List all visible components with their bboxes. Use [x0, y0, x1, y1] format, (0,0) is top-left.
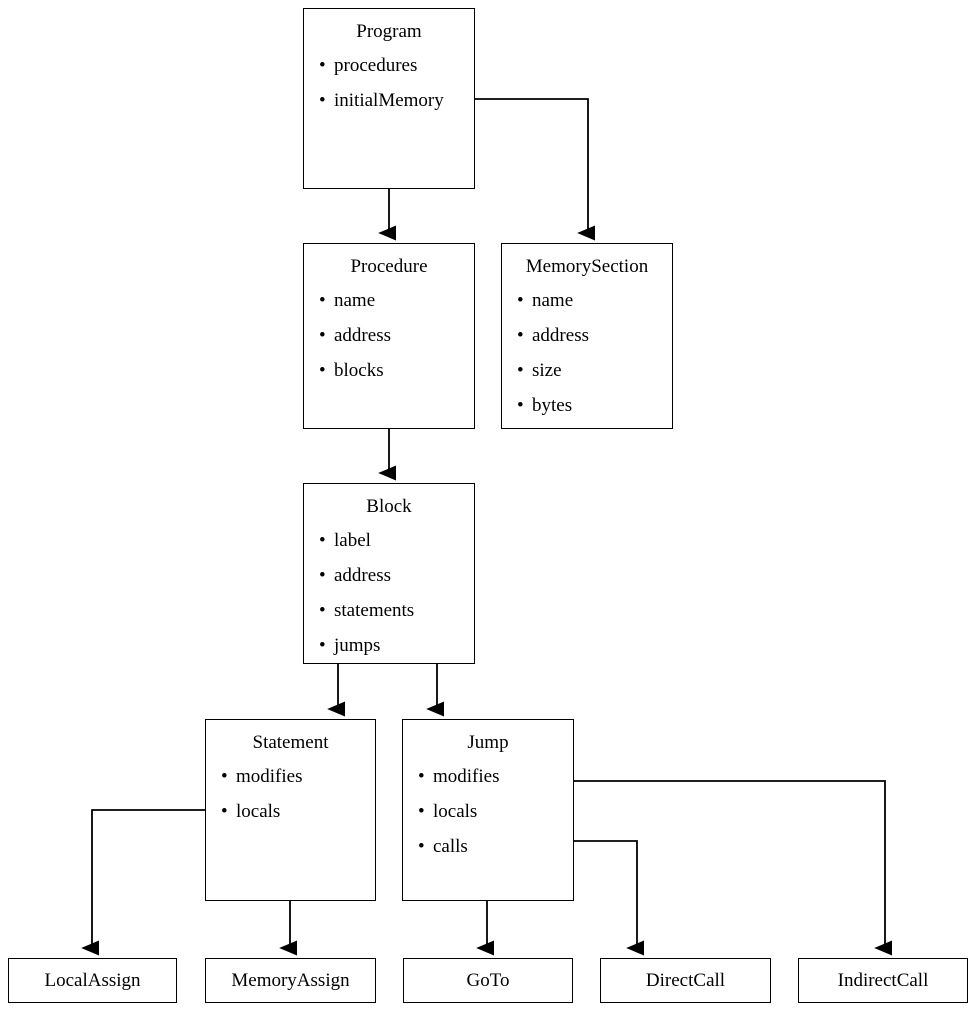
node-title-statement: Statement — [252, 732, 329, 753]
node-field: calls — [415, 836, 573, 858]
node-field: name — [316, 290, 474, 312]
node-field: modifies — [415, 766, 573, 788]
node-memorysection[interactable]: MemorySection name address size bytes — [501, 243, 673, 429]
node-title-memoryassign: MemoryAssign — [231, 969, 350, 991]
node-indirectcall[interactable]: IndirectCall — [798, 958, 968, 1003]
node-fields-program: procedures initialMemory — [304, 55, 474, 112]
node-field: address — [316, 565, 474, 587]
node-title-goto: GoTo — [466, 969, 510, 991]
edge-paths — [81, 98, 893, 956]
node-field: modifies — [218, 766, 375, 788]
node-statement[interactable]: Statement modifies locals — [205, 719, 376, 901]
node-field: size — [514, 360, 672, 382]
node-procedure[interactable]: Procedure name address blocks — [303, 243, 475, 429]
node-localassign[interactable]: LocalAssign — [8, 958, 177, 1003]
node-field: label — [316, 530, 474, 552]
node-fields-procedure: name address blocks — [304, 290, 474, 382]
node-fields-block: label address statements jumps — [304, 530, 474, 657]
node-memoryassign[interactable]: MemoryAssign — [205, 958, 376, 1003]
node-field: procedures — [316, 55, 474, 77]
node-field: locals — [218, 801, 375, 823]
edge-jump-indirectcall — [574, 780, 893, 956]
node-title-program: Program — [356, 21, 422, 42]
node-fields-statement: modifies locals — [206, 766, 375, 823]
node-fields-jump: modifies locals calls — [403, 766, 573, 858]
node-directcall[interactable]: DirectCall — [600, 958, 771, 1003]
node-title-indirectcall: IndirectCall — [837, 969, 929, 991]
node-field: initialMemory — [316, 90, 474, 112]
edge-statement-localassign — [81, 809, 205, 956]
node-title-block: Block — [366, 496, 412, 517]
node-fields-memorysection: name address size bytes — [502, 290, 672, 417]
node-jump[interactable]: Jump modifies locals calls — [402, 719, 574, 901]
node-block[interactable]: Block label address statements jumps — [303, 483, 475, 664]
node-field: name — [514, 290, 672, 312]
node-field: statements — [316, 600, 474, 622]
node-goto[interactable]: GoTo — [403, 958, 573, 1003]
node-field: address — [514, 325, 672, 347]
node-program[interactable]: Program procedures initialMemory — [303, 8, 475, 189]
node-field: address — [316, 325, 474, 347]
node-title-localassign: LocalAssign — [44, 969, 141, 991]
edge-jump-directcall — [574, 840, 645, 956]
node-title-directcall: DirectCall — [645, 969, 726, 991]
node-title-memorysection: MemorySection — [525, 256, 649, 277]
node-field: locals — [415, 801, 573, 823]
edge-program-memorysection — [475, 98, 596, 241]
node-field: bytes — [514, 395, 672, 417]
node-title-procedure: Procedure — [350, 256, 428, 277]
node-field: jumps — [316, 635, 474, 657]
node-title-jump: Jump — [467, 732, 509, 753]
node-field: blocks — [316, 360, 474, 382]
